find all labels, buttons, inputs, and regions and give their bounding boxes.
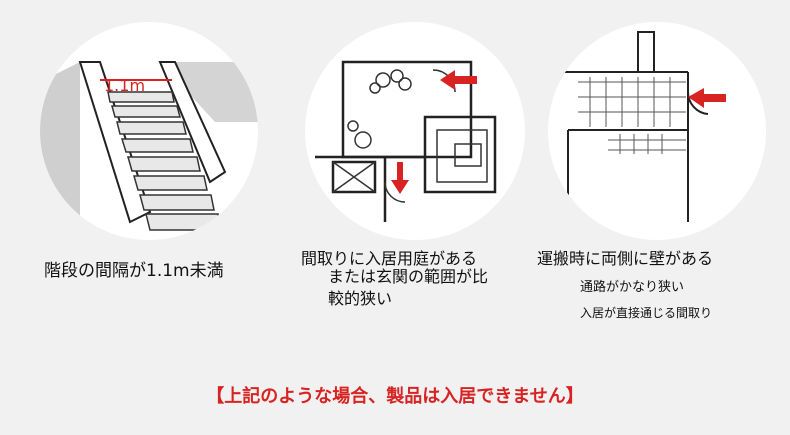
stair-width-label: 1.1m xyxy=(104,76,146,95)
caption-floorplan-1: 間取りに入居用庭がある xyxy=(301,249,478,268)
floorplan-illustration xyxy=(305,22,525,240)
stairs-icon xyxy=(40,61,258,240)
stairs-illustration: 1.1m xyxy=(40,22,258,240)
caption-corridor-2: 通路がかなり狭い xyxy=(580,280,685,295)
floorplan-icon xyxy=(315,60,497,222)
caption-corridor-3: 入居が直接通じる間取り xyxy=(580,306,713,320)
corridor-icon xyxy=(548,31,726,222)
delivery-notice: 【上記のような場合、製品は入居できません】 xyxy=(206,386,584,407)
caption-corridor-1: 運搬時に両側に壁がある xyxy=(537,249,714,268)
corridor-illustration xyxy=(548,22,766,240)
caption-stairs: 階段の間隔が1.1m未満 xyxy=(44,261,224,281)
caption-floorplan-2: または玄関の範囲が比較的狭い xyxy=(328,267,489,308)
